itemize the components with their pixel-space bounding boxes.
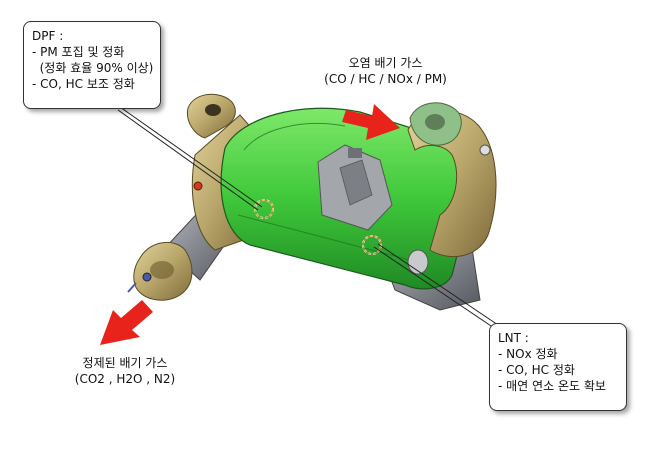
outlet-flow-arrow bbox=[100, 300, 153, 345]
outlet-gas-title: 정제된 배기 가스 bbox=[82, 356, 168, 370]
lnt-title: LNT : bbox=[498, 331, 529, 345]
inlet-flow-arrow bbox=[342, 104, 400, 140]
lnt-item: - 매연 연소 온도 확보 bbox=[498, 379, 606, 393]
lnt-leader-line bbox=[373, 246, 498, 331]
lnt-item: - NOx 정화 bbox=[498, 347, 558, 361]
dpf-item: (정화 효율 90% 이상) bbox=[32, 61, 154, 75]
dpf-item: - PM 포집 및 정화 bbox=[32, 45, 125, 59]
dpf-callout: DPF : - PM 포집 및 정화 (정화 효율 90% 이상) - CO, … bbox=[23, 21, 161, 109]
lnt-item: - CO, HC 정화 bbox=[498, 363, 575, 377]
lnt-callout: LNT : - NOx 정화 - CO, HC 정화 - 매연 연소 온도 확보 bbox=[489, 323, 627, 411]
inlet-gas-label: 오염 배기 가스 (CO / HC / NOx / PM) bbox=[318, 55, 453, 87]
outlet-gas-label: 정제된 배기 가스 (CO2 , H2O , N2) bbox=[60, 355, 190, 387]
inlet-flange-small bbox=[186, 93, 236, 139]
inlet-gas-title: 오염 배기 가스 bbox=[348, 56, 423, 70]
inlet-gas-components: (CO / HC / NOx / PM) bbox=[324, 72, 447, 86]
dpf-item: - CO, HC 보조 정화 bbox=[32, 77, 135, 91]
outlet-gas-components: (CO2 , H2O , N2) bbox=[74, 372, 176, 386]
dpf-leader-line bbox=[119, 106, 263, 208]
inlet-elbow-pipe bbox=[407, 110, 497, 258]
dpf-title: DPF : bbox=[32, 29, 64, 43]
